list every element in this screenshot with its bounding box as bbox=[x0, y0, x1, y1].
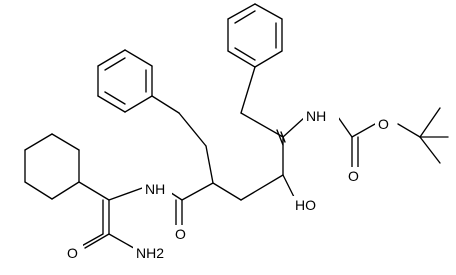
middle-phenyl-ring bbox=[97, 49, 207, 147]
label-o-primary-amide: O bbox=[67, 245, 78, 261]
top-phenyl-ring bbox=[227, 3, 283, 68]
label-oh: HO bbox=[295, 197, 316, 213]
upper-chain bbox=[240, 66, 449, 169]
label-nh2: NH2 bbox=[136, 245, 164, 261]
label-o-amide: O bbox=[175, 226, 186, 242]
label-o-carbonyl-carbamate: O bbox=[348, 168, 359, 184]
left-amide-group bbox=[77, 181, 146, 252]
label-nh-top: NH bbox=[306, 108, 326, 124]
label-nh-amide: NH bbox=[145, 181, 165, 197]
cyclohexyl-ring bbox=[24, 133, 80, 200]
atom-labels: NH O O HO NH O O NH2 bbox=[63, 106, 395, 262]
stereo-hash-top bbox=[276, 129, 286, 146]
label-o-carbamate: O bbox=[378, 116, 389, 132]
central-chain bbox=[161, 136, 296, 227]
